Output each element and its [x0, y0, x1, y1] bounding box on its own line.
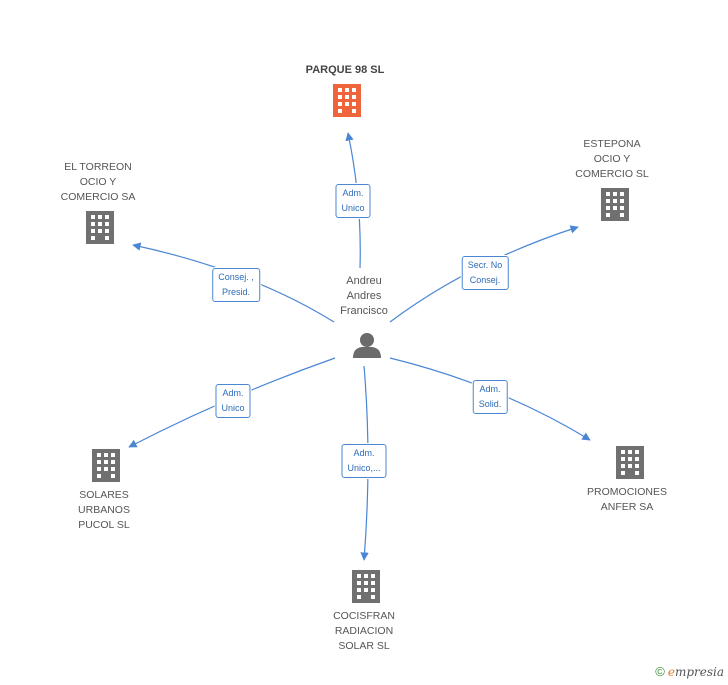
brand-logo-initial: e: [667, 665, 675, 679]
node-label-line: COCISFRAN: [333, 610, 395, 622]
node-label-solares[interactable]: SOLARES URBANOS PUCOL SL: [78, 488, 130, 533]
person-name[interactable]: Andreu Andres Francisco: [340, 274, 388, 319]
person-name-line: Andreu: [346, 275, 382, 287]
node-label-line: PROMOCIONES: [587, 486, 667, 498]
edge-label-line: Unico,...: [347, 463, 381, 473]
node-label-line: OCIO Y: [79, 176, 117, 188]
node-label-line: EL TORREON: [64, 161, 132, 173]
node-label-line: PARQUE 98 SL: [305, 64, 385, 76]
node-label-line: ANFER SA: [600, 501, 654, 513]
building-icon-promociones[interactable]: [616, 446, 644, 479]
node-label-line: ESTEPONA: [583, 138, 641, 150]
node-label-line: SOLAR SL: [338, 640, 390, 652]
person-name-line: Francisco: [340, 305, 388, 317]
edge-label-torreon[interactable]: Consej. , Presid.: [212, 268, 260, 302]
edge-label-line: Adm.: [342, 188, 364, 198]
edge-label-line: Consej. ,: [218, 272, 254, 282]
edge-label-line: Adm.: [353, 448, 375, 458]
edge-label-line: Unico: [341, 203, 365, 213]
edge-label-estepona[interactable]: Secr. No Consej.: [461, 256, 509, 290]
node-label-line: URBANOS: [78, 504, 130, 516]
node-label-line: RADIACION: [334, 625, 394, 637]
node-label-line: SOLARES: [79, 489, 129, 501]
node-label-estepona[interactable]: ESTEPONA OCIO Y COMERCIO SL: [575, 137, 649, 182]
edge-label-line: Adm.: [222, 388, 244, 398]
node-label-line: COMERCIO SL: [575, 168, 649, 180]
brand-logo-text: mpresia: [674, 665, 724, 679]
node-label-cocisfran[interactable]: COCISFRAN RADIACION SOLAR SL: [333, 609, 395, 654]
building-icon-torreon[interactable]: [86, 211, 114, 244]
edge-label-line: Secr. No: [467, 260, 503, 270]
edge-label-cocisfran[interactable]: Adm. Unico,...: [341, 444, 387, 478]
edge-label-solares[interactable]: Adm. Unico: [215, 384, 251, 418]
node-label-torreon[interactable]: EL TORREON OCIO Y COMERCIO SA: [61, 160, 136, 205]
edge-label-line: Solid.: [478, 399, 502, 409]
building-icon-estepona[interactable]: [601, 188, 629, 221]
copyright-icon: ©: [655, 664, 665, 679]
node-label-line: PUCOL SL: [78, 519, 130, 531]
edge-label-line: Unico: [221, 403, 245, 413]
edge-label-line: Consej.: [469, 275, 501, 285]
node-label-parque[interactable]: PARQUE 98 SL: [306, 63, 385, 78]
node-label-line: OCIO Y: [593, 153, 631, 165]
edge-label-line: Presid.: [221, 287, 250, 297]
node-label-line: COMERCIO SA: [60, 191, 136, 203]
person-name-line: Andres: [346, 290, 382, 302]
footer-brand[interactable]: ©empresia: [655, 664, 724, 679]
edge-label-promociones[interactable]: Adm. Solid.: [472, 380, 508, 414]
building-icon-solares[interactable]: [92, 449, 120, 482]
node-label-promociones[interactable]: PROMOCIONES ANFER SA: [587, 485, 667, 515]
edge-label-line: Adm.: [479, 384, 501, 394]
building-icon-cocisfran[interactable]: [352, 570, 380, 603]
edge-label-parque[interactable]: Adm. Unico: [335, 184, 371, 218]
person-icon[interactable]: [353, 333, 381, 358]
building-icon-focus[interactable]: [333, 84, 361, 117]
